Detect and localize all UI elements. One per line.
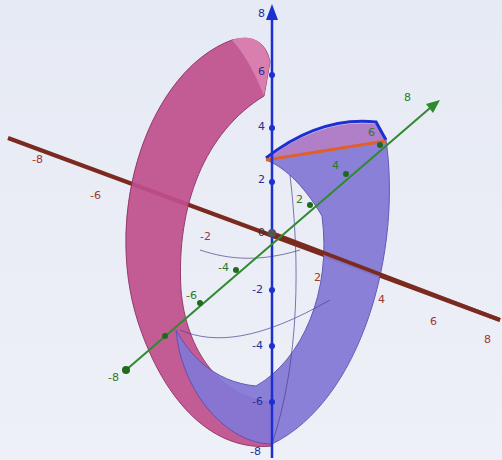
x-axis	[8, 138, 500, 320]
axis-tick-label: -2	[200, 231, 211, 243]
axis-tick-label: 4	[378, 294, 385, 306]
axis-tick-label: -8	[32, 154, 43, 166]
purple-surface	[176, 140, 389, 444]
axis-tick-label: 8	[404, 92, 411, 104]
y-axis	[126, 108, 430, 370]
axis-tick-label: -6	[252, 396, 263, 408]
axis-tick-label: -6	[186, 290, 197, 302]
top-cap	[266, 123, 386, 160]
ring-end-face	[232, 38, 270, 96]
blue-edge	[266, 121, 386, 158]
axis-tick-label: 6	[368, 127, 375, 139]
axis-tick-label: 2	[258, 174, 265, 186]
axis-tick-label: -4	[252, 340, 263, 352]
axis-tick-label: -8	[250, 446, 261, 458]
axis-tick-label: -4	[218, 262, 229, 274]
axis-tick-label: 4	[258, 121, 265, 133]
axis-tick-label: -2	[252, 284, 263, 296]
axis-tick-label: -6	[90, 190, 101, 202]
axis-tick-label: -8	[108, 372, 119, 384]
orange-edge	[266, 141, 386, 160]
axis-tick-label: 6	[430, 316, 437, 328]
axis-tick-label: 6	[258, 66, 265, 78]
axis-tick-label: 2	[314, 272, 321, 284]
axis-tick-label: 8	[258, 8, 265, 20]
axis-tick-label: 8	[484, 334, 491, 346]
axis-tick-label: 4	[332, 160, 339, 172]
axis-tick-label: 0	[258, 227, 265, 239]
axis-tick-label: 2	[296, 194, 303, 206]
